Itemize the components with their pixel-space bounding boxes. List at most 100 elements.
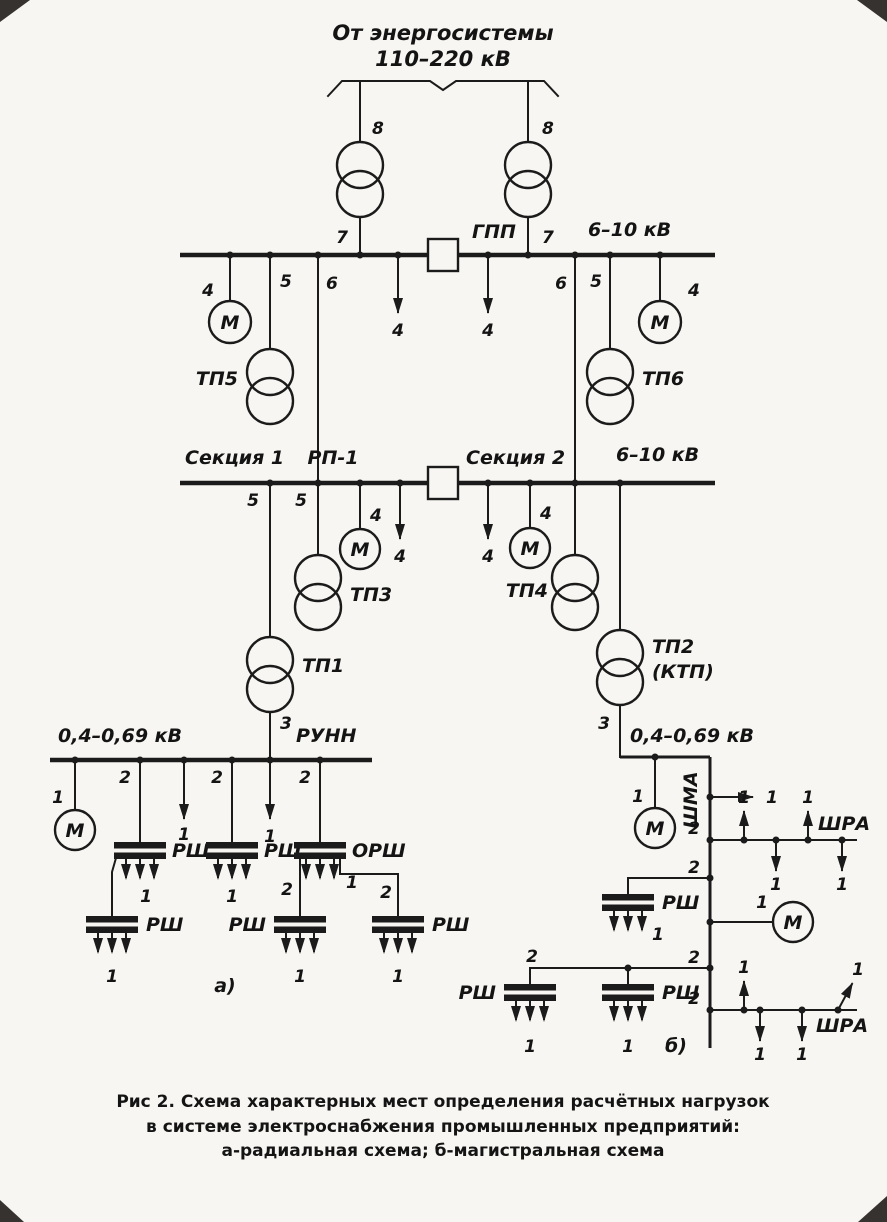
caption-line2: в системе электроснабжения промышленных … [146,1117,740,1137]
orsh-feeder: 2 ОРШ 1 2 РШ 1 2 РШ 1 [229,759,470,987]
point-1-rsh4: 1 [392,967,404,987]
rsh-box-2 [206,842,258,878]
transformer-tp6: 5 ТП6 [585,254,684,426]
motor-m2 [637,299,683,345]
point-4-m4: 4 [539,504,552,524]
point-1-rsh1: 1 [140,887,152,907]
orsh-box [294,842,346,878]
source-title-line2: 110–220 кВ [375,47,511,71]
load-arrow-rp1-right: 4 [481,482,494,567]
trunk-tap-arrow: 1 [709,788,778,808]
rsh-box-5 [602,894,654,930]
caption-line1: Рис 2. Схема характерных мест определени… [116,1092,770,1112]
point-4-arrow: 4 [393,547,406,567]
point-1-m7: 1 [756,893,768,913]
point-5-tp5: 5 [280,272,292,292]
gpp-section-breaker [426,237,460,273]
rsh-box-1 [114,842,166,878]
point-2-rsh2: 2 [211,768,223,788]
point-1-rsh1a: 1 [106,967,118,987]
part-b-label: б) [665,1035,687,1057]
point-4-m3: 4 [369,506,382,526]
point-4-arrow: 4 [391,321,404,341]
motor-m1 [207,299,253,345]
lv-voltage-label-b: 0,4–0,69 кВ [630,725,754,747]
motor-m6-letter: М [646,818,665,840]
load-arrow-gpp-left1: 4 [391,254,404,341]
point-2-tapb-left: 2 [526,947,538,967]
point-1-m6: 1 [632,787,644,807]
rp1-section-breaker [426,465,460,501]
transformer-tp3: 5 ТП3 [293,482,392,632]
runn-label: РУНН [296,725,356,747]
point-2-orsh: 2 [299,768,311,788]
transformer-tp5: 5 ТП5 [196,254,295,426]
supply-transformer-left [335,140,385,219]
rsh-box-1-label: РШ [172,840,210,862]
tp2-symbol [595,628,645,707]
rsh-box-6-label: РШ [459,982,497,1004]
load-arrow-runn-1: 1 [178,759,190,845]
point-4-m2: 4 [687,281,700,301]
rsh-box-5-label: РШ [662,892,700,914]
motor-feeder-m1: М 4 [201,254,253,345]
tp1-symbol [245,635,295,714]
point-6-right: 6 [555,274,567,294]
point-4-arrow: 4 [481,547,494,567]
source-brace [326,80,560,98]
shra2-label: ШРА [816,1015,868,1037]
motor-feeder-m2: М 4 [637,254,700,345]
rsh-box-3 [274,916,326,952]
rsh-feeder-2: 2 РШ 1 [206,759,302,907]
point-3-tp1: 3 [280,714,292,734]
motor-feeder-m7: М 1 [709,893,815,944]
power-source-section: От энергосистемы 110–220 кВ 8 7 8 7 [326,21,560,256]
shma-label: ШМА [680,771,702,828]
tp6-symbol [585,347,635,426]
tp4-symbol [550,553,600,632]
transformer-tp1: 5 ТП1 3 [245,482,344,761]
point-8-right: 8 [542,119,554,139]
transformer-tp4: ТП4 [506,482,600,632]
trunk-lv-section-b: 0,4–0,69 кВ М 1 ШМА 1 2 1 1 [459,725,871,1065]
point-1-rsh3: 1 [294,967,306,987]
rsh-box-4 [372,916,424,952]
motor-feeder-m6: М 1 [632,756,677,850]
point-2-rsh1: 2 [119,768,131,788]
point-8-left: 8 [372,119,384,139]
tp3-symbol [293,553,343,632]
rsh-trunk-tap-a: 2 РШ 1 [602,858,711,945]
point-2-shra1: 2 [688,819,700,839]
motor-feeder-m3: М 4 [338,482,382,571]
point-1-m5: 1 [52,788,64,808]
rsh-box-1a [86,916,138,952]
shra-branch-2: 2 1 1 1 1 ШРА [688,958,868,1065]
motor-feeder-m5: М 1 [52,759,97,852]
tp3-label: ТП3 [350,584,392,606]
gpp-label: ГПП [472,221,516,243]
load-arrow-gpp-right1: 4 [481,254,494,341]
rsh-box-4-label: РШ [432,914,470,936]
tp2-label: ТП2 [652,636,694,658]
motor-m4-letter: М [521,538,540,560]
point-2-tapb: 2 [688,948,700,968]
rp1-voltage-label: 6–10 кВ [616,444,699,466]
gpp-bus-section: ГПП 6–10 кВ М 4 5 ТП5 6 4 4 [180,219,715,484]
motor-m5 [53,808,97,852]
tp1-label: ТП1 [302,655,344,677]
point-4-m1: 4 [201,281,214,301]
rp1-label: РП-1 [308,447,359,469]
transformer-tp2: ТП2 (КТП) 3 [595,482,714,758]
part-a-label: а) [214,975,236,997]
point-7-right: 7 [542,228,554,248]
motor-m4 [508,526,552,570]
point-3-tp2: 3 [598,714,610,734]
shra1-label: ШРА [818,813,870,835]
tp4-label: ТП4 [506,580,548,602]
tp5-label: ТП5 [196,368,238,390]
load-arrow-runn-2: 1 [264,759,276,847]
shra-branch-1: 2 1 1 1 1 ШРА [688,788,870,895]
motor-feeder-m4: М 4 [508,482,552,570]
rsh-box-3-label: РШ [229,914,267,936]
